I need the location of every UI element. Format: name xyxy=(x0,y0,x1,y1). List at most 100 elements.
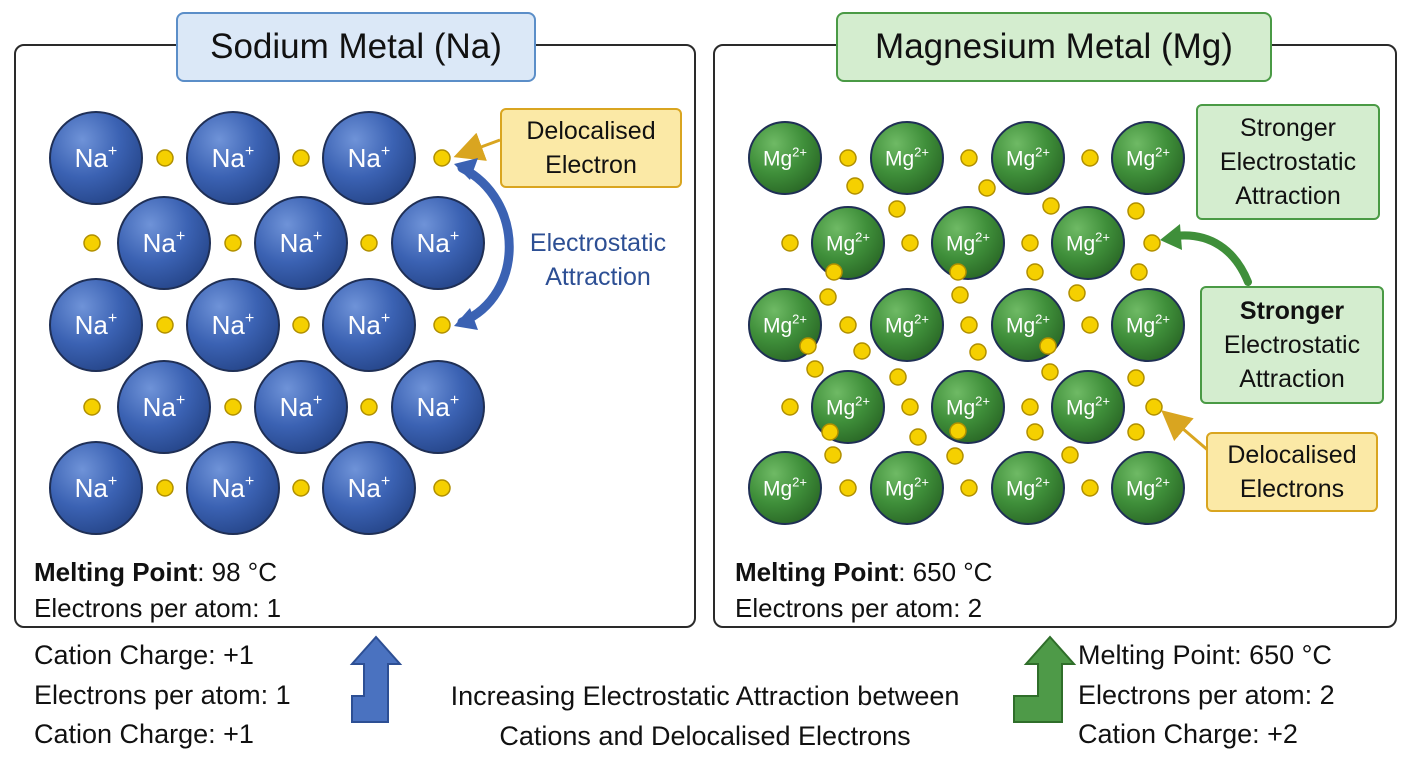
sodium-ion-3-1: Na+ xyxy=(254,360,348,454)
sodium-ion-1-2: Na+ xyxy=(391,196,485,290)
sodium-title: Sodium Metal (Na) xyxy=(176,12,536,82)
sodium-ion-1-1: Na+ xyxy=(254,196,348,290)
magnesium-electron-41 xyxy=(1061,446,1079,464)
double-arrow-head-bottom xyxy=(454,308,478,330)
sodium-melting-point-value: : 98 °C xyxy=(197,557,277,587)
delocalised-electron-label-line1: Delocalised xyxy=(526,117,656,145)
center-caption-line2: Cations and Delocalised Electrons xyxy=(499,721,911,751)
magnesium-electron-23 xyxy=(853,342,871,360)
magnesium-ion-0-2-circle xyxy=(991,121,1065,195)
sodium-melting-point-label: Melting Point xyxy=(34,557,198,587)
electrostatic-attraction-label-line1: Electrostatic xyxy=(529,229,667,257)
magnesium-electron-32 xyxy=(1021,398,1039,416)
center-caption-line1: Increasing Electrostatic Attraction betw… xyxy=(450,681,960,711)
sodium-ion-4-2-circle xyxy=(322,441,416,535)
sodium-ion-2-1: Na+ xyxy=(186,278,280,372)
magnesium-electron-5 xyxy=(888,200,906,218)
magnesium-electron-37 xyxy=(1127,423,1145,441)
magnesium-electron-29 xyxy=(1127,369,1145,387)
magnesium-ion-3-0-label: Mg2+ xyxy=(826,394,870,420)
magnesium-ion-2-1: Mg2+ xyxy=(870,288,944,362)
magnesium-ion-4-3-circle xyxy=(1111,451,1185,525)
magnesium-ion-0-1-circle xyxy=(870,121,944,195)
sodium-ion-4-0-circle xyxy=(49,441,143,535)
sodium-ion-1-1-circle xyxy=(254,196,348,290)
bottom-left-line3: Cation Charge: +1 xyxy=(34,719,254,749)
delocalised-electrons-label: Delocalised Electrons xyxy=(1206,432,1378,512)
magnesium-electron-36 xyxy=(1026,423,1044,441)
sodium-ion-2-0-circle xyxy=(49,278,143,372)
sodium-ion-0-1-circle xyxy=(186,111,280,205)
magnesium-ion-3-2: Mg2+ xyxy=(1051,370,1125,444)
magnesium-electron-26 xyxy=(806,360,824,378)
delocalised-electron-label: Delocalised Electron xyxy=(500,108,682,188)
sodium-electron-2-0 xyxy=(156,316,174,334)
stronger-label-mid-line3: Attraction xyxy=(1239,365,1345,393)
magnesium-electron-16 xyxy=(819,288,837,306)
sodium-electron-3-2 xyxy=(360,398,378,416)
magnesium-ion-1-0: Mg2+ xyxy=(811,206,885,280)
sodium-electron-1-0 xyxy=(83,234,101,252)
magnesium-ion-4-0-circle xyxy=(748,451,822,525)
magnesium-electron-4 xyxy=(978,179,996,197)
sodium-ion-0-1: Na+ xyxy=(186,111,280,205)
sodium-electron-1-1 xyxy=(224,234,242,252)
delocalised-electron-pointer-arrow xyxy=(453,132,501,161)
magnesium-ion-2-3: Mg2+ xyxy=(1111,288,1185,362)
magnesium-ion-1-0-circle xyxy=(811,206,885,280)
double-arrow-head-top xyxy=(454,158,478,180)
bottom-left-line2: Electrons per atom: 1 xyxy=(34,680,291,710)
magnesium-electron-0 xyxy=(839,149,857,167)
magnesium-melting-point: Melting Point: 650 °C xyxy=(735,557,992,588)
magnesium-electron-12 xyxy=(825,263,843,281)
magnesium-electron-3 xyxy=(846,177,864,195)
magnesium-electron-17 xyxy=(951,286,969,304)
magnesium-ion-0-1: Mg2+ xyxy=(870,121,944,195)
stronger-label-top-line2: Electrostatic xyxy=(1219,148,1357,176)
magnesium-ion-1-0-label: Mg2+ xyxy=(826,230,870,256)
electrostatic-attraction-label-line2: Attraction xyxy=(545,263,651,291)
bottom-right-line2: Electrons per atom: 2 xyxy=(1078,680,1335,710)
magnesium-electron-6 xyxy=(1042,197,1060,215)
magnesium-electron-8 xyxy=(781,234,799,252)
magnesium-ion-4-2: Mg2+ xyxy=(991,451,1065,525)
sodium-electron-0-1 xyxy=(292,149,310,167)
magnesium-electron-25 xyxy=(1039,337,1057,355)
magnesium-electron-27 xyxy=(889,368,907,386)
magnesium-ion-0-2: Mg2+ xyxy=(991,121,1065,195)
stronger-attraction-label-middle: Stronger Electrostatic Attraction xyxy=(1200,286,1384,404)
magnesium-electron-2 xyxy=(1081,149,1099,167)
sodium-ion-0-0-circle xyxy=(49,111,143,205)
sodium-ion-0-2: Na+ xyxy=(322,111,416,205)
stronger-attraction-arrow-head xyxy=(1160,224,1182,250)
sodium-electron-2-1 xyxy=(292,316,310,334)
sodium-ion-3-1-circle xyxy=(254,360,348,454)
magnesium-title: Magnesium Metal (Mg) xyxy=(836,12,1272,82)
magnesium-electrons-per-atom: Electrons per atom: 2 xyxy=(735,593,983,623)
sodium-ion-4-1: Na+ xyxy=(186,441,280,535)
magnesium-electron-43 xyxy=(960,479,978,497)
magnesium-ion-3-1-circle xyxy=(931,370,1005,444)
sodium-electron-0-0 xyxy=(156,149,174,167)
magnesium-electron-42 xyxy=(839,479,857,497)
sodium-electron-4-1 xyxy=(292,479,310,497)
magnesium-melting-point-label: Melting Point xyxy=(735,557,899,587)
magnesium-ion-0-3-circle xyxy=(1111,121,1185,195)
magnesium-ion-0-0: Mg2+ xyxy=(748,121,822,195)
sodium-ion-3-2: Na+ xyxy=(391,360,485,454)
magnesium-ion-3-2-circle xyxy=(1051,370,1125,444)
electrostatic-attraction-double-arrow xyxy=(457,163,514,327)
blue-up-arrow xyxy=(349,635,403,723)
magnesium-electron-10 xyxy=(1021,234,1039,252)
magnesium-electron-38 xyxy=(824,446,842,464)
magnesium-ion-4-1-circle xyxy=(870,451,944,525)
magnesium-electron-33 xyxy=(1145,398,1163,416)
magnesium-ion-2-1-circle xyxy=(870,288,944,362)
sodium-electron-2-2 xyxy=(433,316,451,334)
magnesium-electron-24 xyxy=(969,343,987,361)
magnesium-ion-1-2: Mg2+ xyxy=(1051,206,1125,280)
magnesium-ion-3-1: Mg2+ xyxy=(931,370,1005,444)
sodium-ion-2-0: Na+ xyxy=(49,278,143,372)
